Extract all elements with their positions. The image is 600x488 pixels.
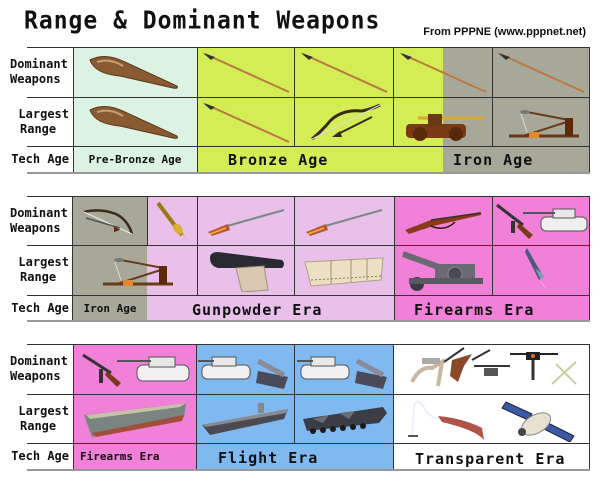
age-label-gunpowder: Gunpowder Era bbox=[192, 301, 323, 319]
label-line: Dominant bbox=[10, 205, 68, 220]
row-label-dominant-weapons: Dominant Weapons bbox=[0, 47, 72, 97]
cannon-icon bbox=[197, 245, 294, 295]
tank-missile-launcher-icon bbox=[294, 344, 393, 394]
label-line: Weapons bbox=[10, 220, 61, 235]
label-line: Largest bbox=[18, 403, 69, 418]
grid-line bbox=[393, 47, 394, 146]
grid-line bbox=[27, 47, 590, 48]
grid-line bbox=[27, 295, 590, 296]
rocket-icon bbox=[492, 245, 590, 295]
grid-line bbox=[27, 245, 590, 246]
space-elevator-satellite-icon bbox=[393, 394, 590, 443]
grid-line bbox=[197, 196, 198, 295]
icbm-launcher-icon bbox=[294, 394, 393, 443]
spear-icon bbox=[197, 97, 294, 146]
age-label-iron: Iron Age bbox=[83, 301, 137, 315]
table-bottom-shadow bbox=[27, 320, 590, 322]
grid-line bbox=[27, 97, 590, 98]
aircraft-carrier-icon bbox=[196, 394, 294, 443]
row-label-tech-age: Tech Age bbox=[11, 448, 69, 463]
grid-line bbox=[196, 344, 197, 469]
grid-line bbox=[72, 196, 73, 320]
grid-line bbox=[394, 196, 395, 320]
howitzer-icon bbox=[394, 245, 492, 295]
spear-icon bbox=[197, 47, 294, 97]
row-label-tech-age: Tech Age bbox=[11, 151, 69, 166]
grid-line bbox=[393, 344, 394, 469]
grid-line bbox=[27, 196, 590, 197]
age-label-pre-bronze: Pre-Bronze Age bbox=[88, 152, 182, 166]
grid-line bbox=[294, 344, 295, 443]
label-line: Range bbox=[20, 121, 57, 136]
age-label-transparent: Transparent Era bbox=[415, 450, 566, 468]
assault-rifle-tank-icon bbox=[492, 196, 590, 245]
table-bottom-shadow bbox=[27, 172, 590, 174]
spear-icon bbox=[294, 47, 393, 97]
assault-rifle-tank-icon bbox=[73, 344, 196, 394]
hand-cannon-icon bbox=[147, 196, 197, 245]
robots-drones-icon bbox=[393, 344, 590, 394]
grid-line bbox=[147, 196, 148, 245]
label-line: Weapons bbox=[10, 369, 61, 383]
page-title: Range & Dominant Weapons bbox=[24, 6, 381, 36]
bg-iron bbox=[443, 47, 590, 172]
musket-icon bbox=[294, 196, 394, 245]
row-label-tech-age: Tech Age bbox=[11, 300, 69, 315]
grid-line bbox=[27, 344, 590, 345]
row-label-largest-range: Largest Range bbox=[0, 97, 72, 146]
musket-icon bbox=[197, 196, 294, 245]
age-label-firearms: Firearms Era bbox=[80, 449, 160, 463]
row-label-largest-range: Largest Range bbox=[0, 394, 72, 443]
grid-line bbox=[492, 47, 493, 146]
grid-line bbox=[294, 196, 295, 295]
grid-line bbox=[589, 344, 590, 469]
catapult-icon bbox=[492, 97, 590, 146]
club-icon bbox=[73, 97, 197, 146]
spear-icon bbox=[393, 47, 492, 97]
grid-line bbox=[492, 196, 493, 295]
label-line: Largest bbox=[18, 255, 69, 269]
bow-icon bbox=[73, 196, 147, 245]
label-line: Range bbox=[20, 418, 57, 433]
catapult-icon bbox=[73, 245, 197, 295]
grid-line bbox=[73, 47, 74, 172]
rifle-icon bbox=[394, 196, 492, 245]
bg-iron bbox=[73, 196, 147, 320]
age-label-bronze: Bronze Age bbox=[228, 151, 329, 169]
grid-line bbox=[197, 47, 198, 172]
age-label-firearms: Firearms Era bbox=[414, 301, 535, 319]
table-bottom-shadow bbox=[27, 469, 590, 471]
club-icon bbox=[73, 47, 197, 97]
age-label-flight: Flight Era bbox=[218, 449, 319, 467]
grid-line bbox=[27, 146, 590, 147]
spear-icon bbox=[492, 47, 590, 97]
grid-line bbox=[27, 443, 590, 444]
bow-icon bbox=[294, 97, 393, 146]
sailing-ship-icon bbox=[294, 245, 394, 295]
chariot-ballista-icon bbox=[393, 97, 492, 146]
bg-bronze bbox=[197, 47, 443, 172]
aircraft-carrier-ww2-icon bbox=[73, 394, 196, 443]
grid-line bbox=[73, 344, 74, 469]
grid-line bbox=[589, 196, 590, 320]
label-line: Largest bbox=[18, 106, 69, 121]
grid-line bbox=[589, 47, 590, 172]
source-credit: From PPPNE (www.pppnet.net) bbox=[423, 26, 586, 38]
age-label-iron: Iron Age bbox=[453, 151, 534, 169]
row-label-dominant-weapons: Dominant Weapons bbox=[0, 344, 72, 394]
tank-missile-launcher-icon bbox=[196, 344, 294, 394]
label-line: Dominant bbox=[10, 57, 68, 71]
grid-line bbox=[294, 47, 295, 146]
row-label-largest-range: Largest Range bbox=[0, 245, 72, 295]
row-label-dominant-weapons: Dominant Weapons bbox=[0, 196, 72, 245]
grid-line bbox=[27, 394, 590, 395]
label-line: Range bbox=[20, 270, 57, 284]
label-line: Weapons bbox=[10, 72, 61, 86]
label-line: Dominant bbox=[10, 354, 68, 368]
